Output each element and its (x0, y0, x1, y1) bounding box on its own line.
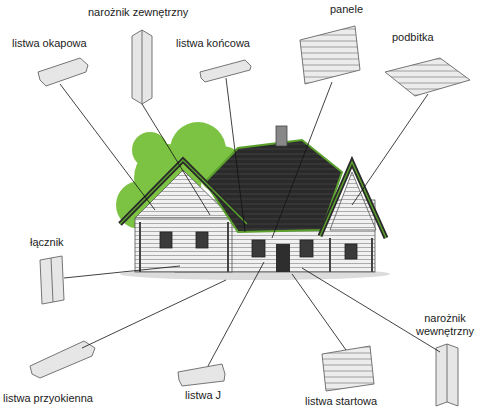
part-label: podbitka (392, 31, 434, 44)
chimney (276, 126, 287, 146)
porch-post (330, 238, 372, 272)
part-label: listwa końcowa (176, 37, 250, 50)
part-label: listwa startowa (305, 395, 377, 408)
leader-line (60, 78, 440, 366)
part-label: narożnik zewnętrzny (88, 6, 188, 19)
roof-edge (120, 160, 247, 224)
part-label: listwa przyokienna (3, 392, 93, 405)
roof (205, 140, 342, 232)
porch-wall (135, 218, 232, 272)
part-label: panele (330, 3, 363, 16)
door (276, 244, 290, 272)
porch-post (140, 222, 228, 272)
part-label: łącznik (30, 236, 64, 249)
part-label: listwa J (185, 389, 221, 402)
part-icon (30, 26, 470, 406)
roof-trim (120, 160, 247, 224)
window (160, 232, 357, 259)
roof-edge (320, 162, 386, 238)
roof-trim (320, 162, 386, 238)
part-label: narożnik wewnętrzny (412, 312, 478, 338)
part-label: listwa okapowa (12, 37, 87, 50)
